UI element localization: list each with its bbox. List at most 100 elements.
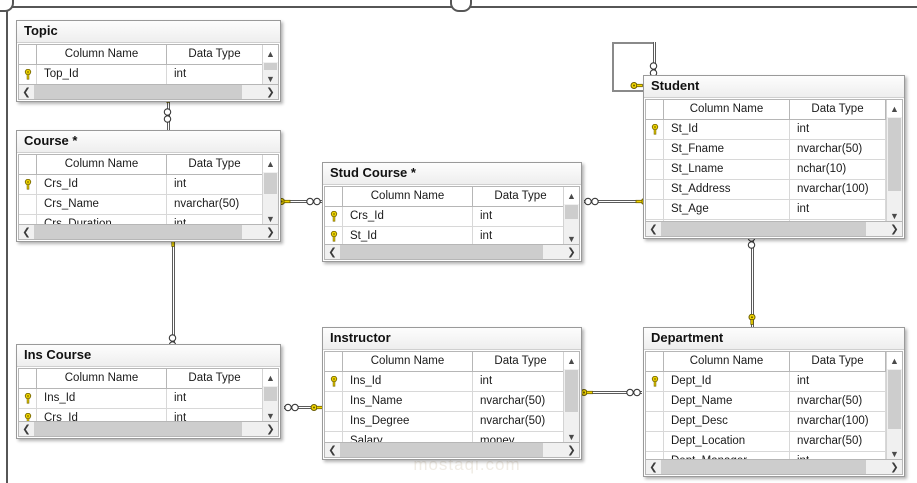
cell-column-name[interactable]: Top_Id [37,65,167,84]
scrollbar-track[interactable] [661,222,887,236]
scroll-right-arrow-icon[interactable]: ❯ [263,422,278,436]
cell-column-name[interactable]: St_Fname [664,140,790,159]
cell-column-name[interactable]: Dept_Desc [664,412,790,431]
scroll-right-arrow-icon[interactable]: ❯ [263,85,278,99]
cell-data-type[interactable]: int [790,372,886,391]
cell-column-name[interactable]: St_Id [343,227,473,246]
scroll-left-arrow-icon[interactable]: ❮ [19,225,34,239]
scrollbar-thumb[interactable] [264,173,277,194]
scroll-up-arrow-icon[interactable]: ▲ [263,369,278,386]
cell-column-name[interactable]: Salary [343,432,473,445]
scroll-down-arrow-icon[interactable]: ▼ [263,210,278,227]
cell-column-name[interactable]: St_Address [664,180,790,199]
scroll-right-arrow-icon[interactable]: ❯ [887,460,902,474]
cell-column-name[interactable]: Dept_Manager [664,452,790,462]
cell-column-name[interactable]: Ins_Name [343,392,473,411]
grid-vertical-scrollbar[interactable]: ▲▼ [886,100,902,224]
scroll-left-arrow-icon[interactable]: ❮ [325,443,340,457]
scroll-down-arrow-icon[interactable]: ▼ [887,445,902,462]
cell-data-type[interactable]: int [473,207,569,226]
scroll-up-arrow-icon[interactable]: ▲ [263,155,278,172]
cell-data-type[interactable]: int [167,65,263,84]
cell-column-name[interactable]: Ins_Id [343,372,473,391]
cell-column-name[interactable]: St_Lname [664,160,790,179]
scroll-down-arrow-icon[interactable]: ▼ [564,428,579,445]
cell-data-type[interactable]: nvarchar(50) [790,140,886,159]
cell-column-name[interactable]: St_Id [664,120,790,139]
table-horizontal-scrollbar[interactable]: ❮❯ [18,224,279,240]
cell-column-name[interactable]: Crs_Id [343,207,473,226]
scrollbar-thumb[interactable] [565,370,578,412]
cell-column-name[interactable]: St_Age [664,200,790,219]
scroll-down-arrow-icon[interactable]: ▼ [564,230,579,247]
scrollbar-thumb[interactable] [888,370,901,429]
scrollbar-track[interactable] [34,225,263,239]
cell-data-type[interactable]: nchar(10) [790,160,886,179]
scrollbar-thumb[interactable] [661,460,866,474]
scroll-up-arrow-icon[interactable]: ▲ [564,187,579,204]
scrollbar-thumb[interactable] [264,387,277,401]
scroll-left-arrow-icon[interactable]: ❮ [19,422,34,436]
scroll-right-arrow-icon[interactable]: ❯ [564,443,579,457]
scroll-left-arrow-icon[interactable]: ❮ [19,85,34,99]
table-horizontal-scrollbar[interactable]: ❮❯ [324,442,580,458]
scroll-up-arrow-icon[interactable]: ▲ [564,352,579,369]
table-horizontal-scrollbar[interactable]: ❮❯ [645,459,903,475]
scroll-down-arrow-icon[interactable]: ▼ [263,407,278,424]
scrollbar-track[interactable] [34,85,263,99]
scroll-down-arrow-icon[interactable]: ▼ [887,207,902,224]
scroll-right-arrow-icon[interactable]: ❯ [887,222,902,236]
scroll-up-arrow-icon[interactable]: ▲ [887,100,902,117]
scrollbar-track[interactable] [340,245,564,259]
grid-vertical-scrollbar[interactable]: ▲▼ [563,352,579,445]
cell-data-type[interactable]: int [167,389,263,408]
scroll-up-arrow-icon[interactable]: ▲ [263,45,278,62]
cell-data-type[interactable]: int [790,452,886,462]
cell-data-type[interactable]: nvarchar(50) [790,392,886,411]
grid-vertical-scrollbar[interactable]: ▲▼ [262,45,278,87]
cell-data-type[interactable]: nvarchar(100) [790,180,886,199]
scroll-up-arrow-icon[interactable]: ▲ [887,352,902,369]
cell-column-name[interactable]: Dept_Location [664,432,790,451]
cell-data-type[interactable]: int [473,372,569,391]
cell-column-name[interactable]: Dept_Name [664,392,790,411]
cell-data-type[interactable]: int [167,175,263,194]
cell-data-type[interactable]: int [790,200,886,219]
scrollbar-thumb[interactable] [661,222,866,236]
scrollbar-track[interactable] [661,460,887,474]
cell-column-name[interactable]: Ins_Degree [343,412,473,431]
cell-data-type[interactable]: nvarchar(50) [167,195,263,214]
scroll-right-arrow-icon[interactable]: ❯ [564,245,579,259]
cell-column-name[interactable]: Ins_Id [37,389,167,408]
scroll-right-arrow-icon[interactable]: ❯ [263,225,278,239]
scrollbar-track[interactable] [34,422,263,436]
scroll-left-arrow-icon[interactable]: ❮ [325,245,340,259]
scrollbar-thumb[interactable] [34,85,242,99]
cell-data-type[interactable]: nvarchar(50) [473,392,569,411]
grid-vertical-scrollbar[interactable]: ▲▼ [886,352,902,462]
grid-vertical-scrollbar[interactable]: ▲▼ [563,187,579,247]
